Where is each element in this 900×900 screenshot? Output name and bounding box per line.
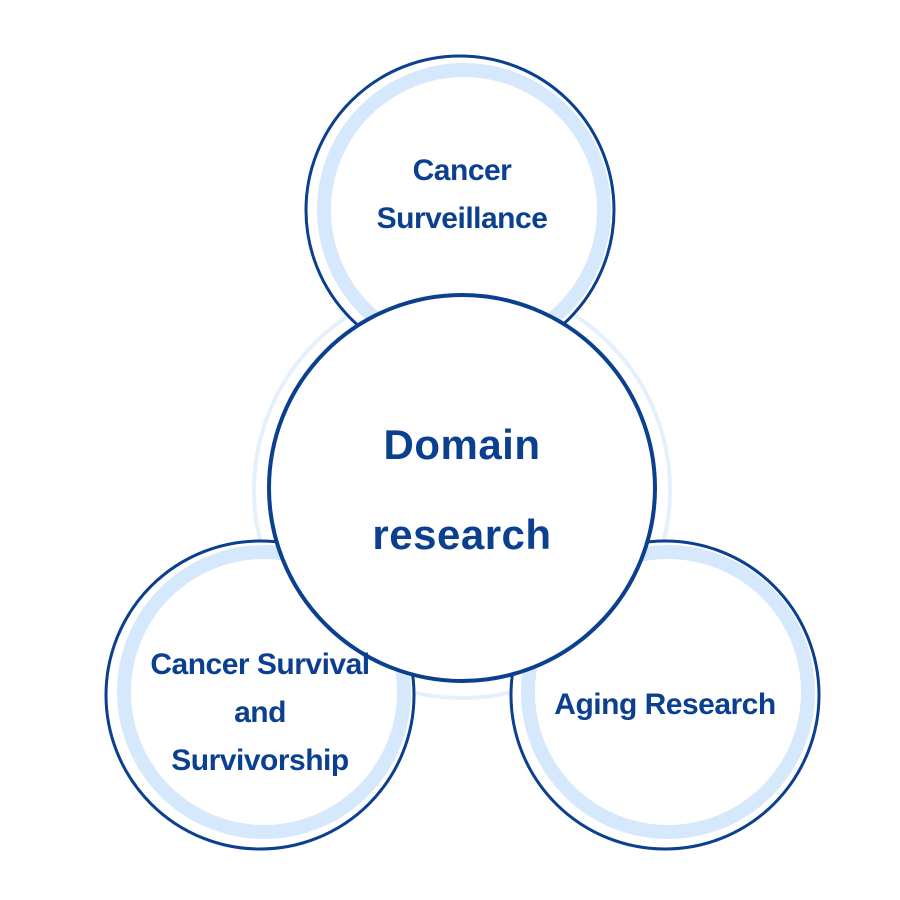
bottom-right-label: Aging Research bbox=[540, 680, 790, 730]
top-label-line-2: Surveillance bbox=[376, 202, 548, 235]
center-label-line-1: Domain bbox=[383, 421, 541, 468]
top-label-line-1: Cancer bbox=[412, 154, 512, 187]
bottom-right-label-line-1: Aging Research bbox=[554, 688, 776, 721]
center-label: Domain research bbox=[300, 405, 624, 575]
top-label: Cancer Surveillance bbox=[330, 145, 594, 245]
bottom-left-label: Cancer Survival and Survivorship bbox=[125, 640, 395, 785]
center-circle bbox=[267, 293, 657, 683]
bottom-left-label-line-1: Cancer Survival bbox=[150, 647, 370, 681]
center-label-line-2: research bbox=[372, 511, 552, 558]
bottom-left-label-line-3: Survivorship bbox=[171, 743, 349, 777]
bottom-left-label-line-2: and bbox=[234, 695, 286, 729]
